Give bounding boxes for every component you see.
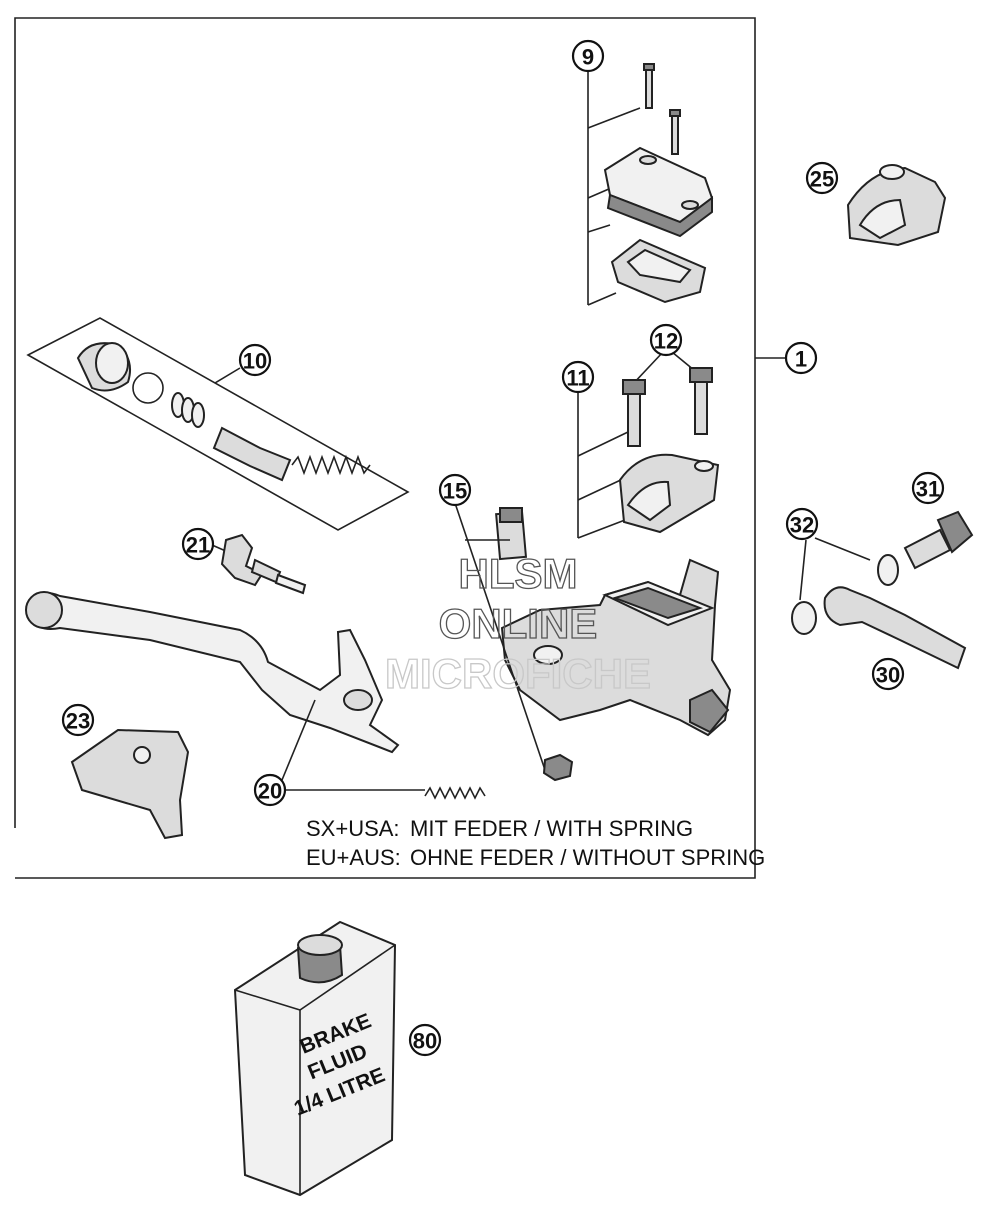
part-10-piston-kit-group (26, 317, 410, 531)
callout-11: 11 (561, 360, 595, 394)
banjo-bolt-icon (903, 528, 952, 570)
callout-12: 12 (649, 323, 683, 357)
part-9-cover-group (587, 63, 714, 306)
return-spring-icon (291, 454, 371, 476)
svg-text:25: 25 (810, 167, 834, 192)
watermark-line3: MICROFICHE (385, 650, 651, 697)
callout-30: 30 (871, 657, 905, 691)
svg-text:12: 12 (654, 329, 678, 354)
note-line1-text: MIT FEDER / WITH SPRING (410, 816, 693, 841)
brake-lever-icon (29, 591, 400, 754)
screw-icon (643, 63, 655, 109)
callout-20: 20 (253, 773, 287, 807)
assembly-frame (14, 17, 756, 879)
callout-31: 31 (911, 471, 945, 505)
svg-text:15: 15 (443, 479, 467, 504)
callout-32: 32 (785, 507, 819, 541)
callout-25: 25 (805, 161, 839, 195)
svg-text:30: 30 (876, 663, 900, 688)
callout-1: 1 (784, 341, 818, 375)
watermark-line2: ONLINE (439, 600, 598, 647)
brake-hose-icon (823, 586, 967, 670)
svg-text:1: 1 (795, 347, 807, 372)
svg-text:23: 23 (66, 709, 90, 734)
lever-guard-icon (70, 728, 190, 840)
svg-text:31: 31 (916, 477, 940, 502)
svg-text:11: 11 (566, 366, 589, 391)
svg-text:32: 32 (790, 513, 814, 538)
lever-spring-icon (424, 786, 486, 800)
bolt-icon (689, 367, 713, 435)
washer-icon (791, 601, 817, 635)
callout-15: 15 (438, 473, 472, 507)
part-11-clamp-group (577, 351, 720, 539)
svg-text:21: 21 (186, 533, 210, 558)
callout-23: 23 (61, 703, 95, 737)
callout-21: 21 (181, 527, 215, 561)
callout-10: 10 (238, 343, 272, 377)
brake-hose-group (791, 510, 974, 670)
seal-rings-icon (171, 392, 205, 428)
note-line2-prefix: EU+AUS: (306, 845, 401, 870)
callout-80: 80 (408, 1023, 442, 1057)
nut-icon (542, 753, 574, 782)
svg-text:10: 10 (243, 349, 267, 374)
master-cylinder-icon (495, 507, 732, 737)
bolt-icon (622, 379, 646, 447)
part-15-group (454, 502, 574, 782)
watermark-line1: HLSM (459, 550, 578, 597)
part-21-adjuster-group (211, 533, 307, 595)
washer-icon (877, 554, 899, 586)
circlip-icon (132, 372, 164, 404)
note-line1-prefix: SX+USA: (306, 816, 400, 841)
note-line2-text: OHNE FEDER / WITHOUT SPRING (410, 845, 765, 870)
callout-9: 9 (571, 39, 605, 73)
brake-fluid-bottle-icon: BRAKE FLUID 1/4 LITRE (233, 920, 397, 1197)
part-20-lever-group (25, 591, 486, 800)
screw-icon (669, 109, 681, 155)
svg-text:20: 20 (258, 779, 282, 804)
svg-text:9: 9 (582, 45, 594, 70)
piston-icon (212, 426, 292, 482)
svg-text:80: 80 (413, 1029, 437, 1054)
